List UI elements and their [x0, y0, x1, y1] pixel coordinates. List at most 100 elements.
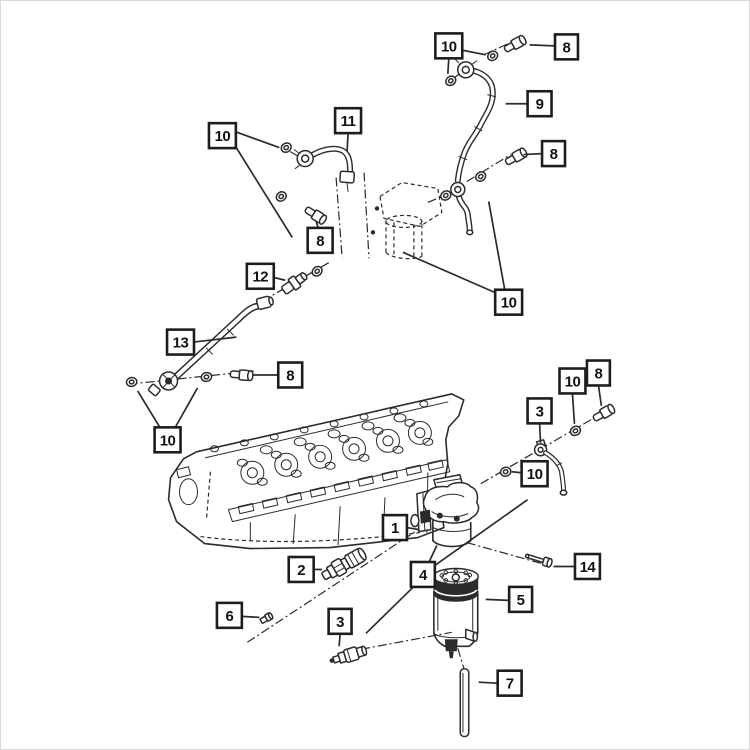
callout-8: 8: [553, 33, 580, 61]
seal-washer-10: [273, 189, 289, 204]
drain-tube-7: [459, 667, 470, 738]
callout-11: 11: [333, 106, 363, 135]
callout-number: 3: [536, 403, 544, 420]
callout-number: 8: [316, 233, 324, 250]
callout-8: 8: [540, 139, 567, 168]
callout-3: 3: [327, 607, 353, 636]
leader-line: [485, 598, 509, 602]
callout-box: [507, 585, 534, 614]
centerline: [247, 528, 421, 643]
seal-washer-10: [199, 371, 214, 383]
injector-bores: [236, 418, 434, 486]
callout-box: [306, 226, 334, 255]
callout-number: 1: [391, 520, 399, 537]
centerline: [335, 177, 343, 258]
callout-3: 3: [526, 397, 553, 425]
leader-line: [597, 384, 603, 407]
callout-9: 9: [526, 89, 553, 118]
leader-lines-layer: [136, 44, 603, 685]
leader-line: [478, 681, 498, 685]
seal-washer-10: [485, 48, 501, 64]
callout-6: 6: [215, 601, 244, 630]
leader-line: [241, 615, 260, 619]
filter-assembly-phantom: [370, 181, 443, 260]
callout-box: [327, 607, 353, 636]
callout-box: [215, 601, 244, 630]
screw-6: [259, 611, 274, 624]
callout-number: 14: [580, 559, 597, 576]
leader-line: [193, 336, 237, 343]
callout-8: 8: [585, 359, 612, 387]
callout-box: [493, 288, 524, 316]
fuel-line-11: [293, 145, 356, 192]
callout-box: [245, 262, 276, 291]
callout-box: [333, 106, 363, 135]
callout-number: 10: [501, 295, 517, 312]
centerline: [289, 151, 303, 160]
fuel-heater-2: [321, 547, 367, 581]
leader-line: [529, 44, 555, 47]
fuel-line-13: [147, 295, 274, 397]
centerline: [466, 154, 511, 183]
callout-box: [520, 459, 549, 488]
check-valve-12: [281, 271, 308, 295]
callout-8: 8: [306, 226, 334, 255]
callout-1: 1: [381, 513, 409, 542]
callout-box: [153, 426, 182, 454]
callout-10: 10: [207, 121, 238, 150]
callout-number: 10: [160, 432, 176, 449]
callout-number: 10: [441, 38, 457, 55]
leader-line: [487, 201, 506, 290]
callout-number: 2: [297, 562, 305, 579]
callout-box: [540, 139, 567, 168]
head-casting-detail: [209, 400, 429, 455]
callout-number: 8: [563, 39, 571, 56]
callout-13: 13: [165, 328, 196, 356]
callout-number: 8: [594, 365, 602, 382]
centerline: [466, 541, 549, 567]
leader-line: [511, 470, 522, 474]
callout-10: 10: [520, 459, 549, 488]
callout-box: [585, 359, 612, 387]
leader-line: [538, 422, 542, 443]
leader-line: [460, 49, 486, 56]
centerline: [363, 172, 370, 259]
callout-number: 10: [215, 128, 231, 145]
leader-line: [428, 545, 438, 563]
leader-line: [434, 498, 529, 567]
banjo-bolt-8: [590, 402, 617, 424]
callout-number: 8: [286, 367, 294, 384]
leader-line: [136, 390, 161, 428]
callout-box: [287, 555, 315, 584]
leader-line: [233, 144, 293, 238]
callout-box: [276, 361, 304, 389]
callout-box: [573, 552, 602, 581]
seal-washer-10: [473, 169, 489, 184]
fuel-line-9: [450, 58, 497, 236]
callout-10: 10: [153, 426, 182, 454]
callout-box: [165, 328, 196, 356]
callout-box: [381, 513, 409, 542]
callout-box: [526, 89, 553, 118]
leader-line: [365, 585, 415, 634]
callout-number: 7: [506, 676, 514, 693]
callout-box: [526, 397, 553, 425]
diagram-artwork: [125, 33, 617, 738]
callout-14: 14: [573, 552, 602, 581]
leader-line: [273, 276, 286, 282]
callout-10: 10: [493, 288, 524, 316]
callout-number: 9: [536, 96, 544, 113]
callout-number: 12: [252, 269, 268, 286]
leader-line: [402, 251, 498, 294]
wif-probe-3: [329, 645, 368, 664]
leader-line: [571, 393, 576, 424]
callout-box: [409, 560, 437, 589]
fuel-filter-cartridge-5: [432, 567, 479, 659]
callout-5: 5: [507, 585, 534, 614]
leader-line: [174, 387, 199, 428]
callout-number: 13: [173, 335, 189, 352]
leader-line: [523, 152, 542, 156]
callout-12: 12: [245, 262, 276, 291]
callout-box: [496, 669, 523, 697]
